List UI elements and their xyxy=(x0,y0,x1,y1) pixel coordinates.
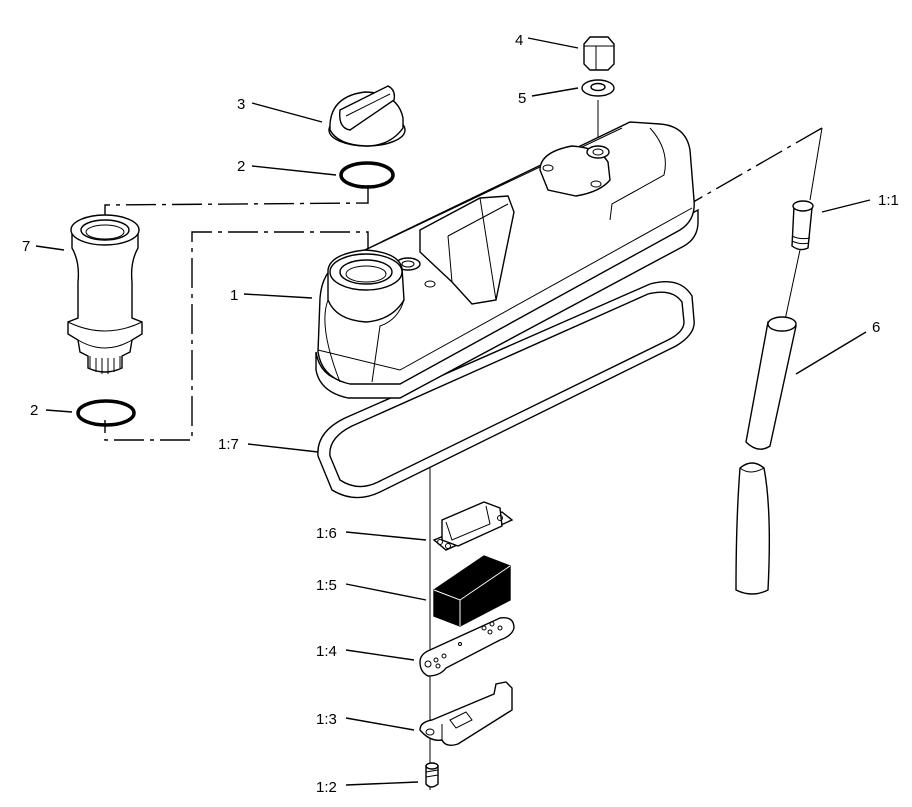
callout-1-6: 1:6 xyxy=(316,525,337,542)
callout-1-7: 1:7 xyxy=(218,436,239,453)
cap-nut-part-4 xyxy=(583,36,615,71)
baffle-bracket-part-1-6 xyxy=(432,501,514,551)
callout-1-1: 1:1 xyxy=(878,192,899,209)
plate-part-1-4 xyxy=(419,617,515,677)
filler-cap-part-3 xyxy=(328,85,406,147)
screw-part-1-2 xyxy=(425,762,439,788)
filter-element-part-1-5 xyxy=(433,555,511,627)
gasket-part-1-7 xyxy=(317,281,695,499)
callout-1-2: 1:2 xyxy=(316,779,337,796)
callout-labels: 4 5 3 2 7 1 2 1:1 6 1:7 1:6 1:5 1:4 1:3 … xyxy=(22,32,899,796)
callout-5: 5 xyxy=(518,90,526,107)
callout-2-bottom: 2 xyxy=(30,402,38,419)
callout-6: 6 xyxy=(872,319,880,336)
elbow-fitting-part-1-1 xyxy=(791,200,814,251)
callout-1-5: 1:5 xyxy=(316,577,337,594)
o-ring-bottom-part-2 xyxy=(76,399,136,427)
callout-1-3: 1:3 xyxy=(316,711,337,728)
callout-7: 7 xyxy=(22,238,30,255)
filler-neck-part-7 xyxy=(67,214,143,374)
washer-part-5 xyxy=(581,79,615,97)
leader-lines xyxy=(35,37,871,786)
clamp-bracket-part-1-3 xyxy=(419,681,513,747)
valve-cover-part-1 xyxy=(315,121,699,399)
callout-1-4: 1:4 xyxy=(316,643,337,660)
o-ring-top-part-2 xyxy=(339,161,395,189)
callout-2-top: 2 xyxy=(237,158,245,175)
breather-hose-part-6 xyxy=(735,316,797,595)
callout-4: 4 xyxy=(515,32,523,49)
callout-3: 3 xyxy=(237,96,245,113)
callout-1: 1 xyxy=(230,287,238,304)
